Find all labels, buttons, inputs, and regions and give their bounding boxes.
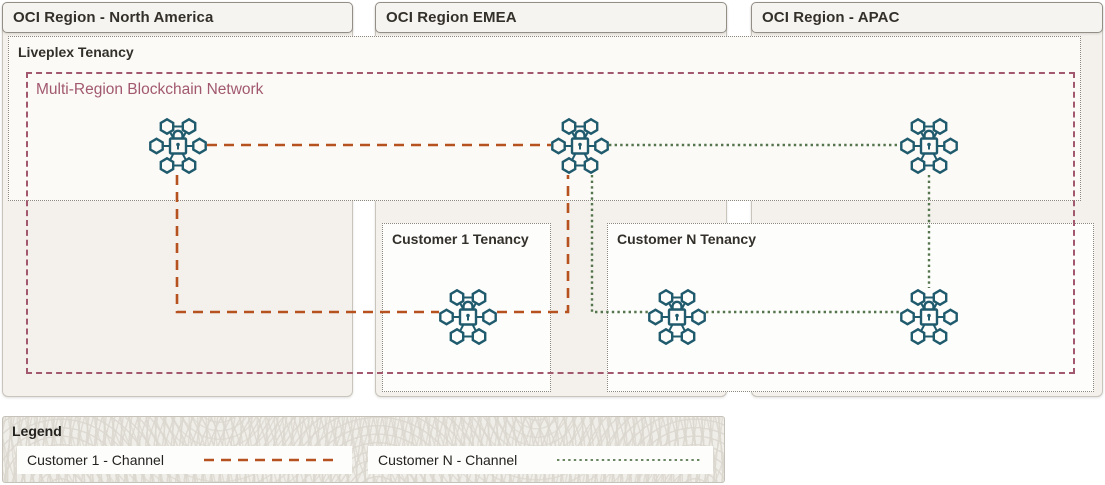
- liveplex-tenancy-title: Liveplex Tenancy: [18, 44, 134, 60]
- customer-1-tenancy-title: Customer 1 Tenancy: [392, 231, 529, 247]
- region-emea-tab: OCI Region EMEA: [375, 2, 727, 33]
- blockchain-node-icon: [900, 289, 958, 345]
- blockchain-node-icon: [551, 118, 609, 174]
- legend-title: Legend: [12, 423, 62, 439]
- blockchain-node-icon: [149, 118, 207, 174]
- region-apac-title: OCI Region - APAC: [762, 9, 900, 26]
- customer-n-tenancy-title: Customer N Tenancy: [617, 231, 756, 247]
- legend-item-customer1: Customer 1 - Channel: [17, 446, 352, 474]
- legend-label-customer1: Customer 1 - Channel: [27, 452, 164, 468]
- customerN-channel-line-sample: [557, 459, 701, 461]
- region-emea-title: OCI Region EMEA: [386, 9, 517, 26]
- region-north-america-tab: OCI Region - North America: [2, 2, 353, 33]
- customer-n-tenancy-box: Customer N Tenancy: [607, 223, 1094, 392]
- blockchain-node-icon: [900, 118, 958, 174]
- region-north-america-title: OCI Region - North America: [13, 9, 214, 26]
- region-apac-tab: OCI Region - APAC: [751, 2, 1103, 33]
- legend-label-customerN: Customer N - Channel: [378, 452, 518, 468]
- blockchain-node-icon: [648, 289, 706, 345]
- blockchain-node-icon: [439, 289, 497, 345]
- liveplex-tenancy-box: Liveplex Tenancy: [8, 36, 1081, 201]
- legend: Legend Customer 1 - Channel Customer N -…: [2, 416, 725, 483]
- customer1-channel-line-sample: [204, 458, 340, 462]
- legend-item-customerN: Customer N - Channel: [368, 446, 713, 474]
